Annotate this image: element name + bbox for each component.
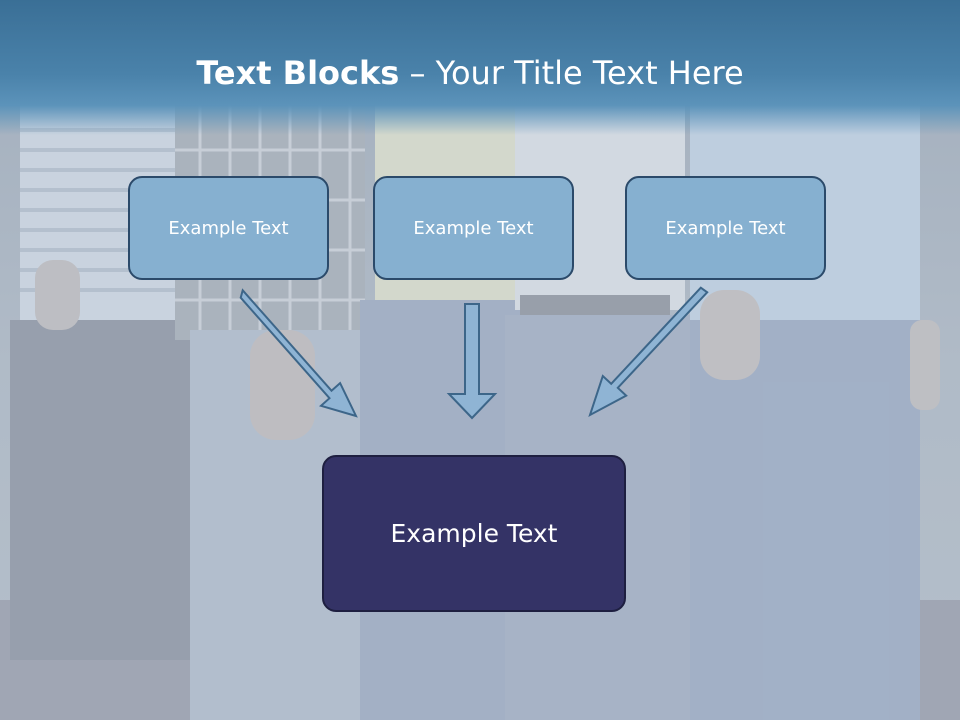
text-block-right-label: Example Text bbox=[665, 217, 786, 239]
text-block-main-label: Example Text bbox=[390, 519, 558, 548]
text-block-right[interactable]: Example Text bbox=[625, 176, 826, 280]
text-block-center-label: Example Text bbox=[413, 217, 534, 239]
arrow-left-down-right bbox=[239, 288, 358, 418]
slide-title: Text Blocks – Your Title Text Here bbox=[0, 54, 940, 92]
text-block-left-label: Example Text bbox=[168, 217, 289, 239]
text-block-left[interactable]: Example Text bbox=[128, 176, 329, 280]
slide-title-rest: – Your Title Text Here bbox=[399, 54, 744, 92]
title-band bbox=[0, 0, 960, 135]
arrow-center-down bbox=[446, 303, 498, 420]
text-block-center[interactable]: Example Text bbox=[373, 176, 574, 280]
arrow-right-down-left bbox=[588, 286, 709, 418]
slide-title-bold: Text Blocks bbox=[196, 54, 400, 92]
text-block-main[interactable]: Example Text bbox=[322, 455, 626, 612]
